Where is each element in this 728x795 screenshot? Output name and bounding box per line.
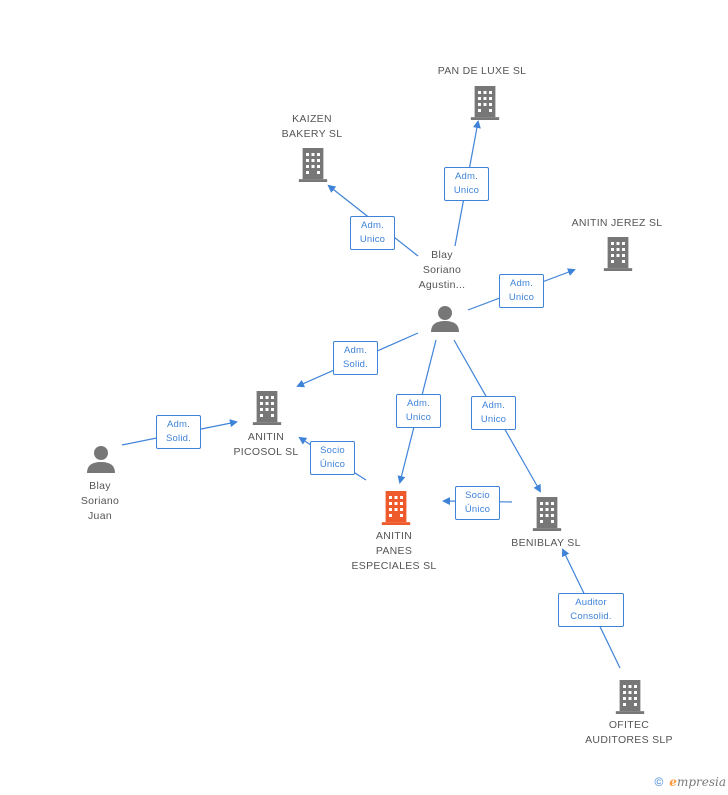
edge-label-kaizen[interactable]: Adm. Unico xyxy=(350,216,395,250)
building-icon-beniblay[interactable] xyxy=(532,497,562,531)
building-icon-pan-de-luxe[interactable] xyxy=(470,86,500,120)
person-icon-blay-agustin[interactable] xyxy=(431,306,459,332)
node-label-pan-de-luxe[interactable]: PAN DE LUXE SL xyxy=(437,65,527,77)
node-label-ofitec[interactable]: OFITEC AUDITORES SLP xyxy=(585,719,673,746)
building-icon-anitin-panes[interactable] xyxy=(381,491,411,525)
edge-label-panes-from-beniblay[interactable]: Socio Único xyxy=(455,486,500,520)
building-icon-anitin-picosol[interactable] xyxy=(252,391,282,425)
copyright-icon: © xyxy=(654,775,664,789)
edge-label-picosol-from-agustin[interactable]: Adm. Solid. xyxy=(333,341,378,375)
footer-brand[interactable]: © empresia xyxy=(654,775,726,789)
edge-label-beniblay-from-ofitec[interactable]: Auditor Consolid. xyxy=(558,593,624,627)
node-label-anitin-jerez[interactable]: ANITIN JEREZ SL xyxy=(571,217,663,229)
node-label-beniblay[interactable]: BENIBLAY SL xyxy=(511,537,581,549)
node-label-kaizen[interactable]: KAIZEN BAKERY SL xyxy=(281,113,343,140)
edge-label-pan-de-luxe[interactable]: Adm. Unico xyxy=(444,167,489,201)
edge-label-beniblay-from-agustin[interactable]: Adm. Unico xyxy=(471,396,516,430)
building-icon-anitin-jerez[interactable] xyxy=(603,237,633,271)
edge-label-anitin-jerez[interactable]: Adm. Unico xyxy=(499,274,544,308)
brand-logo: empresia xyxy=(669,775,726,789)
building-icon-kaizen[interactable] xyxy=(298,148,328,182)
node-label-anitin-panes[interactable]: ANITIN PANES ESPECIALES SL xyxy=(351,530,437,572)
edge-label-picosol-from-panes[interactable]: Socio Único xyxy=(310,441,355,475)
person-icon-blay-juan[interactable] xyxy=(87,446,115,473)
node-label-blay-agustin[interactable]: Blay Soriano Agustin... xyxy=(418,249,466,291)
node-label-anitin-picosol[interactable]: ANITIN PICOSOL SL xyxy=(233,431,299,458)
node-label-blay-juan[interactable]: Blay Soriano Juan xyxy=(80,480,120,522)
edge-label-picosol-from-juan[interactable]: Adm. Solid. xyxy=(156,415,201,449)
building-icon-ofitec[interactable] xyxy=(615,680,645,714)
edge-label-panes-from-agustin[interactable]: Adm. Unico xyxy=(396,394,441,428)
